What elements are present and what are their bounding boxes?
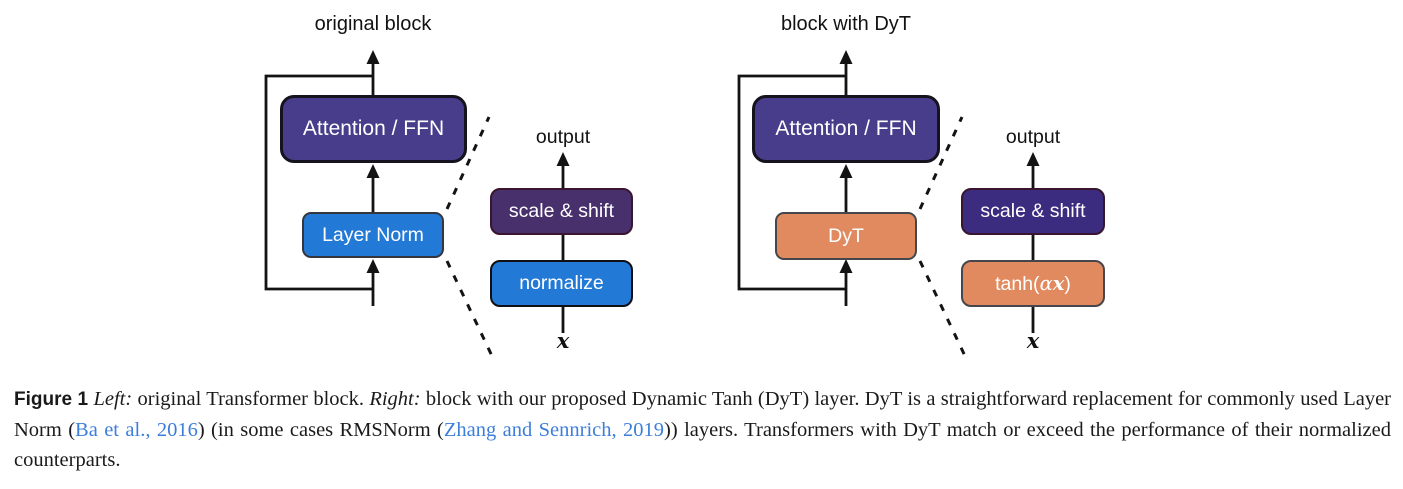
caption-text-segment: original Transformer block. bbox=[132, 388, 370, 410]
tanh-alpha-x-block: tanh(αx) bbox=[961, 260, 1105, 307]
layer-norm-block: Layer Norm bbox=[302, 212, 444, 258]
normalize-label: normalize bbox=[519, 272, 604, 294]
right-skip-connection bbox=[737, 74, 846, 291]
right-panel-title: block with DyT bbox=[780, 13, 912, 35]
right-attention-ffn-label: Attention / FFN bbox=[775, 117, 917, 140]
tanh-prefix: tanh( bbox=[995, 272, 1040, 295]
left-callout-dashed-bottom bbox=[445, 260, 494, 357]
left-detail-output-label: output bbox=[535, 126, 591, 148]
left-callout-dashed-top bbox=[445, 116, 491, 210]
left-attention-ffn-label: Attention / FFN bbox=[302, 117, 445, 140]
connector-lines-layer bbox=[264, 50, 1040, 357]
x-symbol: x bbox=[1052, 271, 1065, 295]
right-detail-output-label: output bbox=[1005, 126, 1061, 148]
dyt-block: DyT bbox=[775, 212, 917, 260]
figure-caption: Figure 1 Left: original Transformer bloc… bbox=[14, 384, 1391, 475]
right-input-x-label: x bbox=[1026, 328, 1040, 353]
caption-text-segment: block with our proposed Dynamic Tanh (Dy… bbox=[14, 388, 1391, 441]
right-attention-ffn-block: Attention / FFN bbox=[752, 95, 940, 163]
right-callout-dashed-top bbox=[918, 116, 964, 210]
left-skip-connection bbox=[264, 74, 373, 291]
tanh-suffix: ) bbox=[1064, 272, 1071, 295]
caption-text-segment: Left: bbox=[93, 388, 133, 410]
right-scale-shift-label: scale & shift bbox=[980, 200, 1086, 222]
normalize-block: normalize bbox=[490, 260, 633, 307]
right-scale-shift-block: scale & shift bbox=[961, 188, 1105, 235]
alpha-symbol: α bbox=[1039, 271, 1053, 295]
left-scale-shift-label: scale & shift bbox=[508, 200, 615, 222]
citation-link[interactable]: Zhang and Sennrich, 2019 bbox=[443, 419, 665, 441]
right-callout-dashed-bottom bbox=[918, 260, 967, 357]
caption-text-segment: Figure 1 bbox=[14, 389, 89, 410]
layer-norm-label: Layer Norm bbox=[322, 223, 424, 246]
caption-text-segment: )) layers. Transformers with DyT match o… bbox=[14, 419, 1391, 471]
left-panel-title: original block bbox=[314, 13, 432, 35]
left-scale-shift-block: scale & shift bbox=[490, 188, 633, 235]
caption-text-segment: Right: bbox=[369, 388, 421, 410]
tanh-alpha-x-label: tanh(αx) bbox=[995, 272, 1071, 296]
citation-link[interactable]: Ba et al., 2016 bbox=[75, 419, 198, 441]
left-attention-ffn-block: Attention / FFN bbox=[280, 95, 467, 163]
dyt-label: DyT bbox=[828, 224, 864, 247]
left-input-x-label: x bbox=[556, 328, 570, 353]
caption-text-segment: ) (in some cases RMSNorm ( bbox=[197, 419, 444, 441]
